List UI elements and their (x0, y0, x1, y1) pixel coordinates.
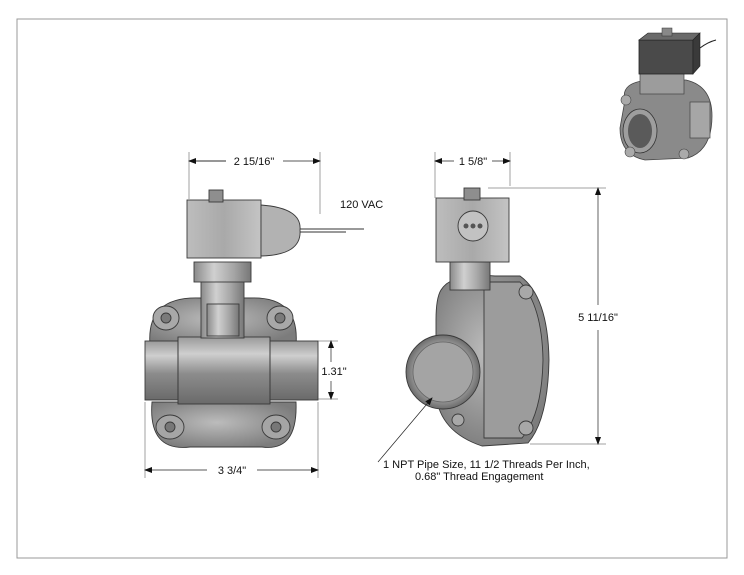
voltage-label: 120 VAC (340, 199, 383, 211)
sheet-border (16, 18, 728, 559)
thread-note-line2: 0.68" Thread Engagement (415, 471, 543, 483)
thread-note-line1: 1 NPT Pipe Size, 11 1/2 Threads Per Inch… (383, 459, 590, 471)
side-view (405, 187, 550, 447)
dim-front-width-top: 2 15/16" (234, 156, 275, 168)
front-view (144, 189, 364, 448)
dimension-lines (144, 152, 606, 478)
dim-front-width-bottom: 3 3/4" (218, 465, 246, 477)
valve-thumbnail (619, 27, 717, 161)
dim-overall-height: 5 11/16" (578, 312, 618, 324)
dim-port-height: 1.31" (321, 366, 346, 378)
dim-side-width-top: 1 5/8" (459, 156, 487, 168)
